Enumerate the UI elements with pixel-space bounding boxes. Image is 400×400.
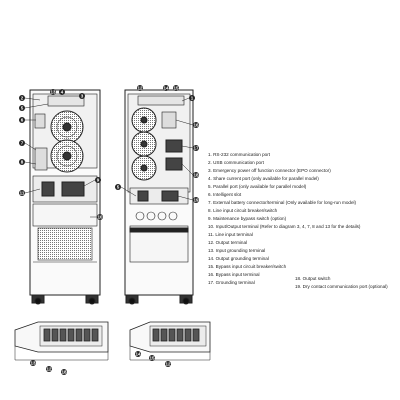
legend-item: 10. Input/Output terminal (Refer to diag…: [208, 224, 361, 229]
legend-item: 12. Output terminal: [208, 240, 248, 245]
legend-item: 8. Line input circuit breaker/switch: [208, 208, 278, 213]
callout-marker: 12: [137, 85, 143, 91]
callout-marker: 8: [19, 159, 25, 165]
fan-icon: [50, 110, 84, 144]
legend-item: 17. Grounding terminal: [208, 280, 255, 285]
svg-text:8: 8: [21, 160, 24, 165]
svg-text:5: 5: [21, 106, 24, 111]
right-leader-lines: [120, 97, 194, 201]
svg-text:3: 3: [81, 94, 84, 99]
callout-marker: 18: [61, 369, 67, 375]
legend-item: 4. Share current port (only available fo…: [208, 176, 319, 181]
callout-marker: 14: [163, 85, 169, 91]
legend-item: 14. Output grounding terminal: [208, 256, 269, 261]
svg-text:13: 13: [50, 90, 56, 95]
left-terminal-detail: [14, 321, 109, 361]
callout-marker: 15: [173, 85, 179, 91]
left-callouts: 2 13 4 3 5 6 7 8 9 10 11: [19, 89, 103, 220]
right-callouts: 12 14 15 1 16 17 5 18 19: [115, 85, 199, 203]
left-ups-cabinet: [29, 89, 101, 305]
svg-text:5: 5: [117, 185, 120, 190]
callout-marker: 12: [165, 361, 171, 367]
callout-marker: 17: [193, 145, 199, 151]
cable-knockouts: [135, 211, 178, 221]
callout-marker: 13: [50, 89, 56, 95]
callout-marker: 7: [19, 140, 25, 146]
callout-marker: 9: [95, 177, 101, 183]
legend-item: 15. Bypass input circuit breaker/switch: [208, 264, 287, 269]
svg-text:14: 14: [163, 86, 169, 91]
svg-text:4: 4: [61, 90, 64, 95]
svg-text:10: 10: [97, 215, 103, 220]
callout-marker: 4: [59, 89, 65, 95]
svg-text:6: 6: [21, 118, 24, 123]
svg-text:13: 13: [30, 361, 36, 366]
right-ups-cabinet: [124, 89, 194, 305]
legend-item: 13. Input grounding terminal: [208, 248, 266, 253]
callout-marker: 18: [193, 172, 199, 178]
svg-text:11: 11: [20, 191, 25, 196]
callout-marker: 13: [30, 360, 36, 366]
fan-icon: [50, 139, 84, 173]
right-terminal-callouts: 14 15 12: [135, 351, 171, 367]
svg-text:16: 16: [193, 123, 199, 128]
right-terminal-detail: [129, 321, 211, 361]
svg-text:1: 1: [191, 96, 194, 101]
callout-marker: 5: [19, 105, 25, 111]
legend-item: 1. RS-232 communication port: [208, 152, 271, 157]
fan-icon: [131, 155, 157, 181]
callout-marker: 11: [19, 190, 25, 196]
svg-text:2: 2: [21, 96, 24, 101]
callout-marker: 3: [79, 93, 85, 99]
svg-text:9: 9: [97, 178, 100, 183]
left-terminal-callouts: 13 12 18: [30, 360, 67, 375]
fan-icon: [131, 131, 157, 157]
legend-item: 3. Emergency power off function connecto…: [208, 168, 331, 173]
callout-marker: 1: [189, 95, 195, 101]
svg-text:12: 12: [46, 367, 52, 372]
legend-item: 11. Line input terminal: [208, 232, 253, 237]
callout-marker: 10: [97, 214, 103, 220]
callout-marker: 12: [46, 366, 52, 372]
callout-marker: 19: [193, 197, 199, 203]
callout-marker: 15: [149, 355, 155, 361]
legend-item: 6. Intelligent slot: [208, 192, 242, 197]
callout-marker: 2: [19, 95, 25, 101]
svg-text:12: 12: [165, 362, 171, 367]
legend-item: 5. Parallel port (only available for par…: [208, 184, 307, 189]
callout-marker: 5: [115, 184, 121, 190]
legend-item: 2. USB communication port: [208, 160, 264, 165]
legend-item: 19. Dry contact communication port (opti…: [295, 284, 388, 289]
svg-text:18: 18: [61, 370, 67, 375]
legend-item: 7. External battery connector/terminal (…: [208, 200, 357, 205]
svg-text:14: 14: [135, 352, 141, 357]
legend-item: 16. Bypass input terminal: [208, 272, 260, 277]
svg-text:19: 19: [193, 198, 199, 203]
svg-text:15: 15: [149, 356, 155, 361]
legend-item: 9. Maintenance bypass switch (option): [208, 216, 287, 221]
svg-text:15: 15: [173, 86, 179, 91]
svg-text:18: 18: [193, 173, 199, 178]
callout-marker: 14: [135, 351, 141, 357]
legend-item: 18. Output switch: [295, 276, 331, 281]
left-leader-lines: [24, 97, 97, 218]
callout-marker: 16: [193, 122, 199, 128]
fan-icon: [131, 107, 157, 133]
svg-text:7: 7: [21, 141, 24, 146]
svg-text:12: 12: [137, 86, 143, 91]
svg-text:17: 17: [193, 146, 199, 151]
callout-marker: 6: [19, 117, 25, 123]
